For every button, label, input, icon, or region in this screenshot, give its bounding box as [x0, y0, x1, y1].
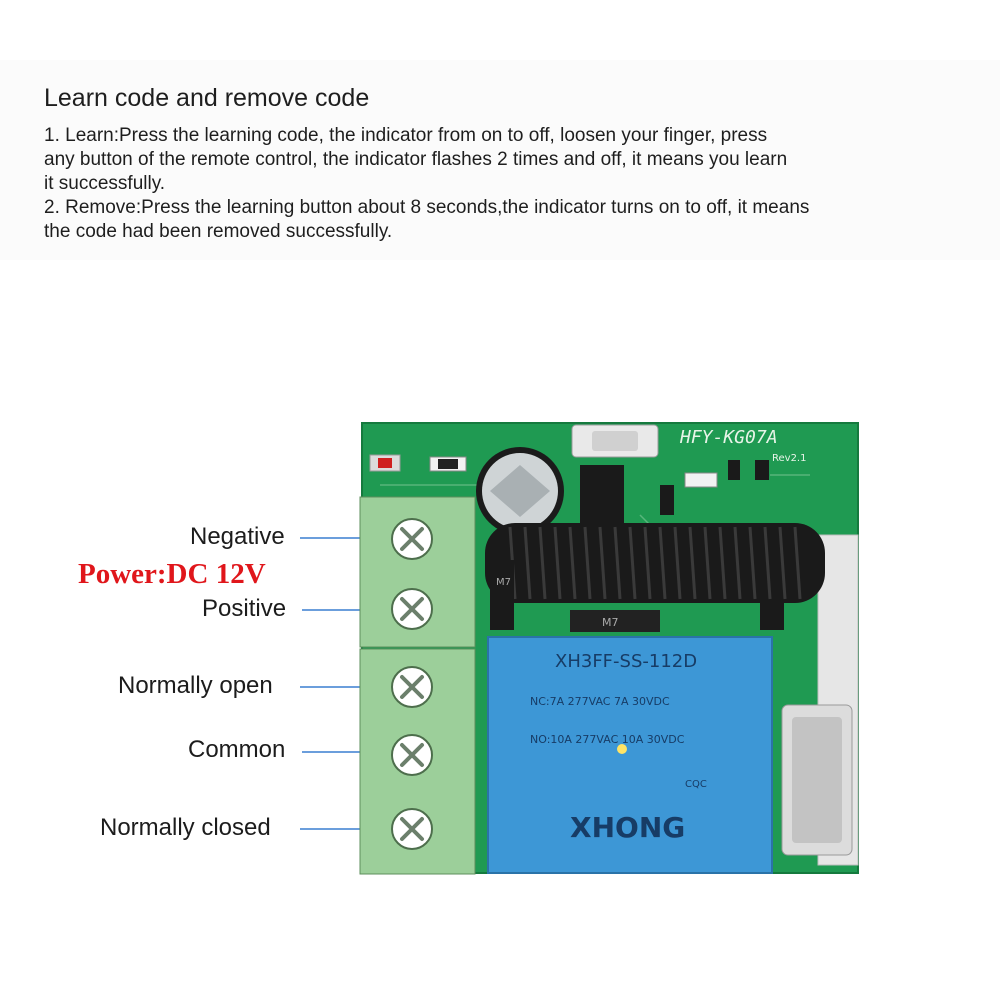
- instructions-title: Learn code and remove code: [44, 84, 370, 112]
- instructions-panel: [0, 60, 1000, 260]
- label-negative: Negative: [190, 523, 285, 550]
- relay-board-photo: HFY-KG07A Rev2.1: [359, 422, 859, 875]
- relay-model: XH3FF-SS-112D: [555, 651, 697, 672]
- remove-instructions: 2. Remove:Press the learning button abou…: [44, 196, 809, 244]
- label-positive: Positive: [202, 595, 287, 622]
- relay: [487, 636, 773, 874]
- inductor-label: M7: [496, 577, 511, 588]
- power-label: Power:DC 12V: [78, 558, 266, 590]
- label-common: Common: [188, 736, 286, 763]
- remove-line-2: the code had been removed successfully.: [44, 221, 393, 242]
- cqc-mark: CQC: [685, 779, 707, 790]
- coil-antenna: [485, 523, 825, 603]
- relay-rating-1: NC:7A 277VAC 7A 30VDC: [530, 695, 670, 708]
- learn-line-3: it successfully.: [44, 173, 166, 194]
- label-normally-closed: Normally closed: [100, 814, 271, 841]
- diode-label: M7: [602, 616, 619, 629]
- relay-rating-2: NO:10A 277VAC 10A 30VDC: [530, 733, 685, 746]
- label-normally-open: Normally open: [118, 672, 273, 699]
- remove-line-1: 2. Remove:Press the learning button abou…: [44, 197, 810, 218]
- ic-chip: [580, 465, 624, 525]
- learn-line-2: any button of the remote control, the in…: [44, 149, 788, 170]
- learn-line-1: 1. Learn:Press the learning code, the in…: [44, 125, 768, 146]
- board-revision: Rev2.1: [772, 453, 806, 464]
- relay-brand: XHONG: [570, 811, 685, 844]
- learn-instructions: 1. Learn:Press the learning code, the in…: [44, 124, 787, 196]
- indicator-led: [378, 458, 392, 468]
- board-model: HFY-KG07A: [679, 427, 778, 448]
